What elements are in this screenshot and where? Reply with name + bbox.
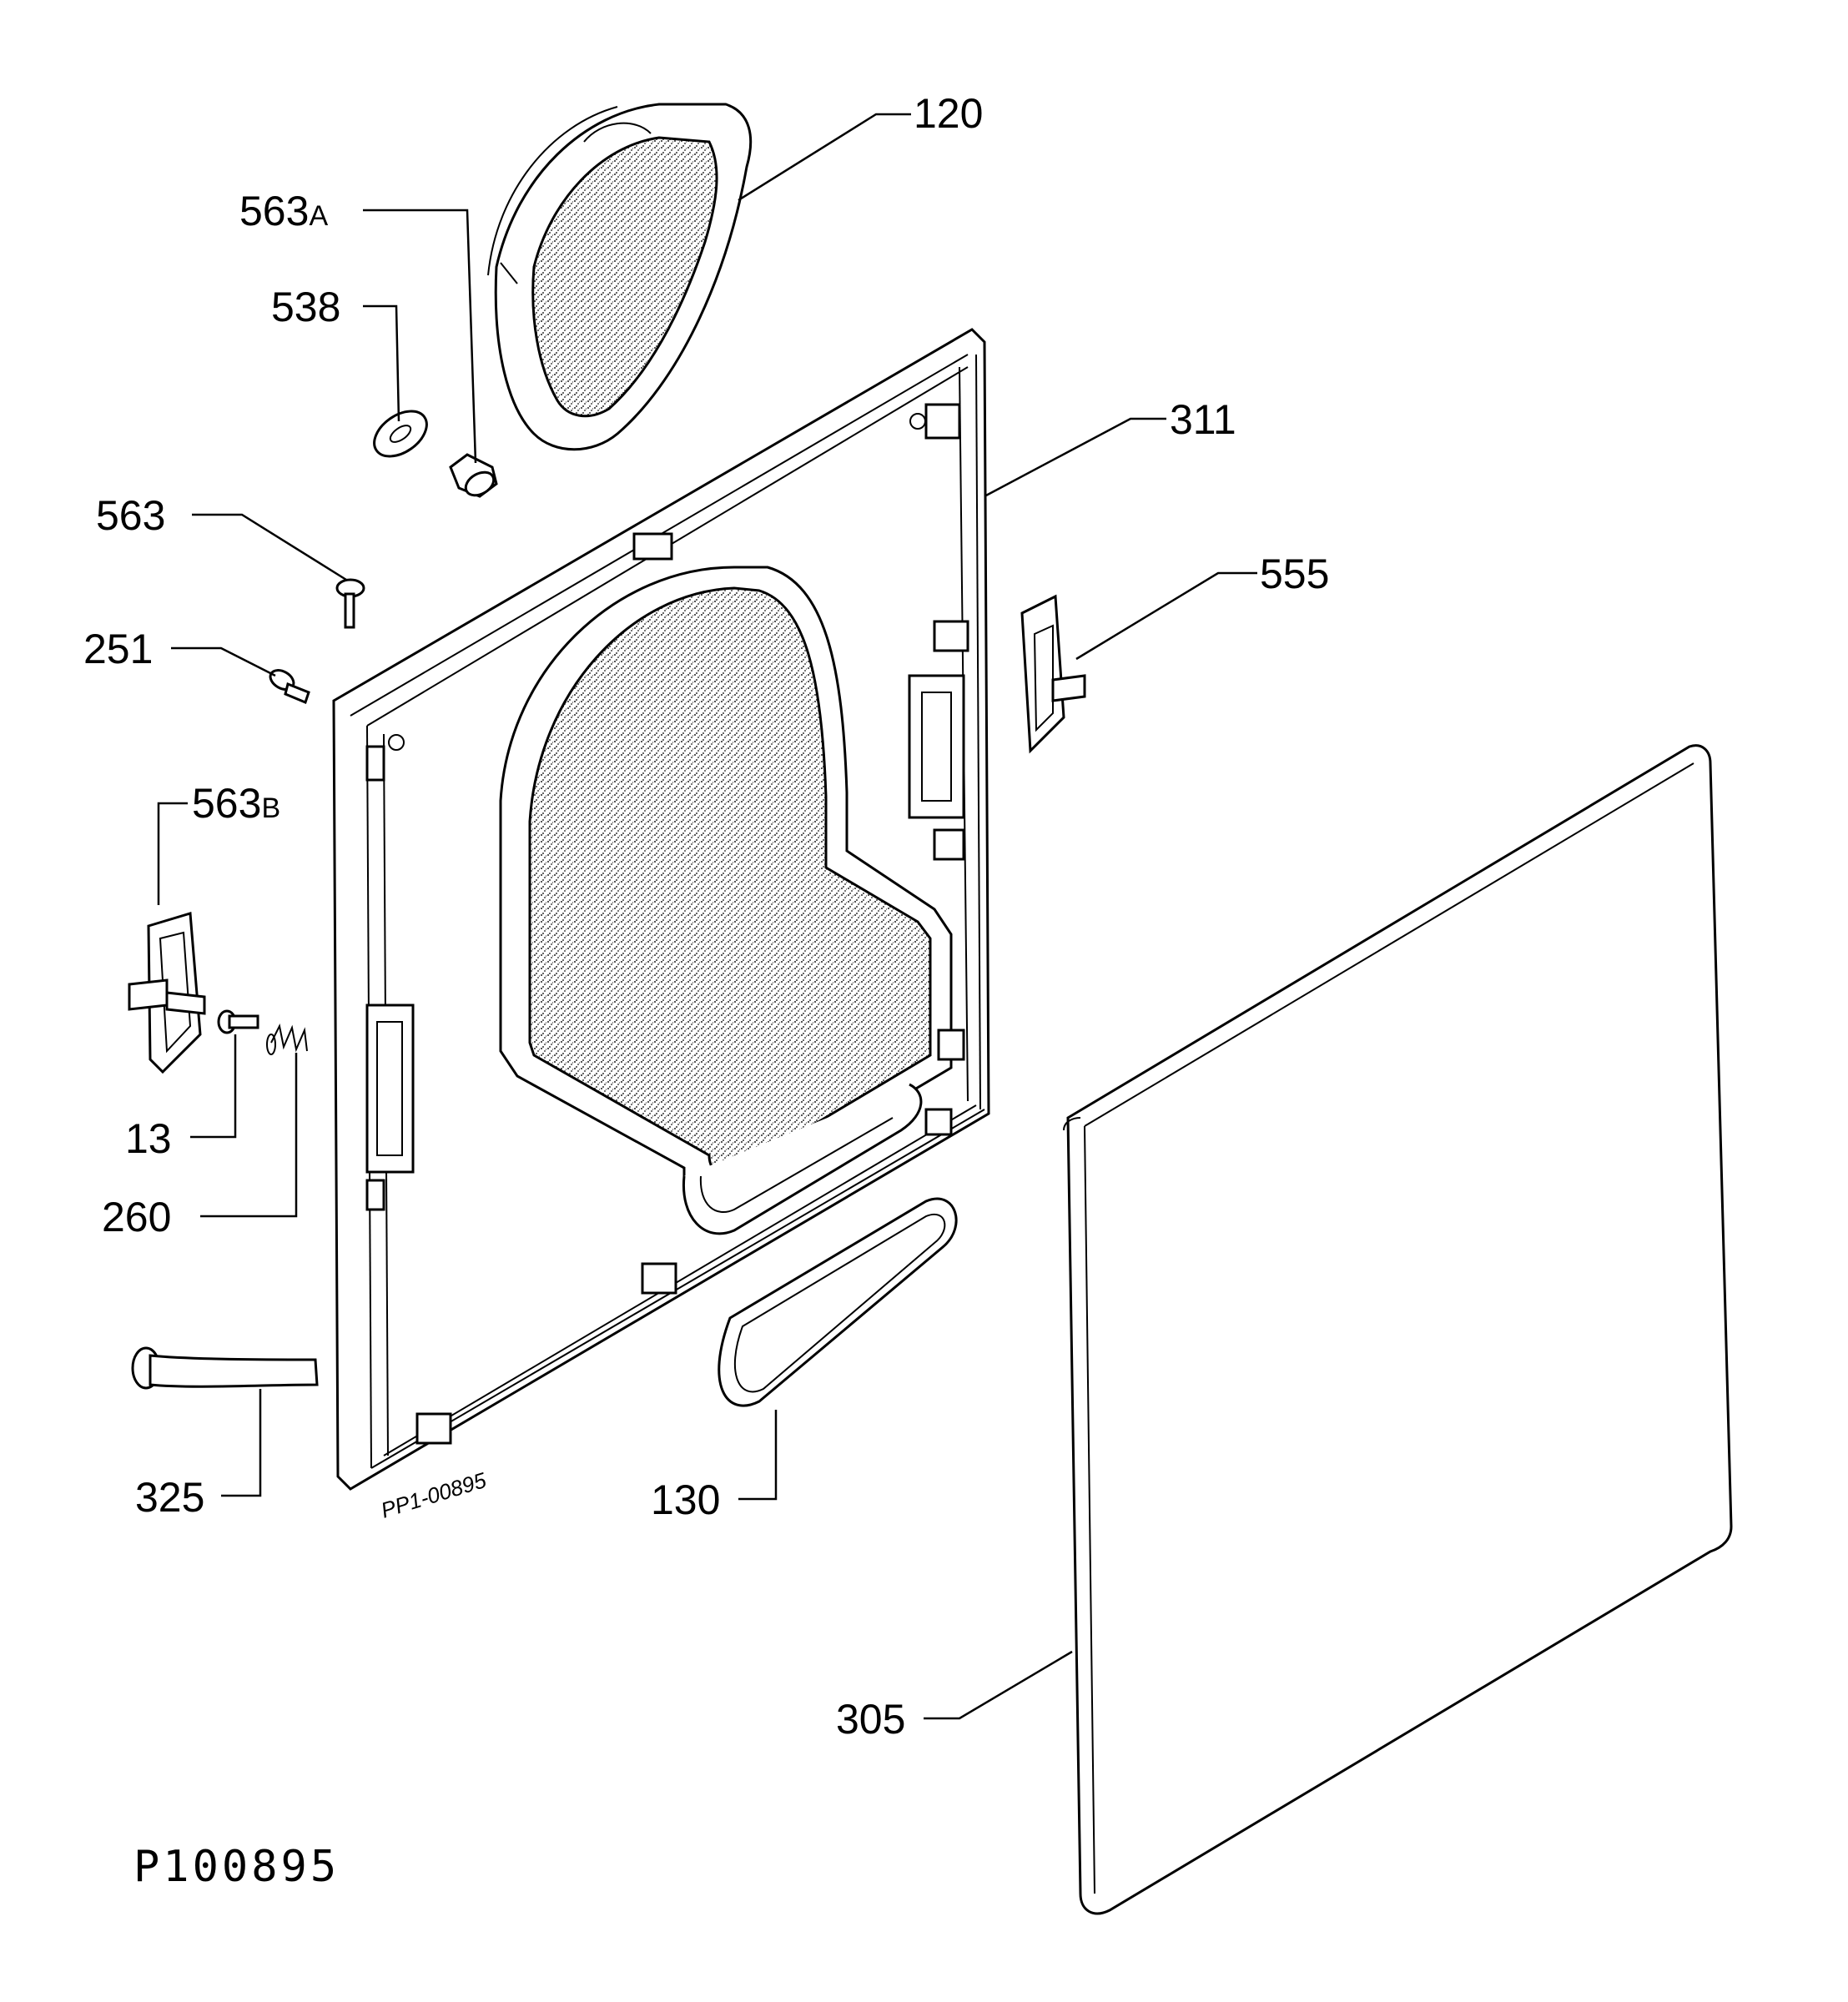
leader-lines <box>157 113 1257 1720</box>
callout-325: 325 <box>135 1474 204 1521</box>
callout-251: 251 <box>83 626 153 672</box>
part-251-screw <box>269 669 310 705</box>
part-563-screw <box>335 578 365 629</box>
callout-538: 538 <box>271 284 340 330</box>
drawing-id: P100895 <box>133 1842 340 1892</box>
part-563b-hinge <box>128 912 206 1074</box>
part-311-inner-frame <box>332 328 990 1491</box>
callout-563b: 563B <box>192 780 280 827</box>
part-130-gasket <box>718 1197 958 1407</box>
part-538-grommet <box>373 410 428 458</box>
part-13-pin <box>217 1009 259 1034</box>
callout-13: 13 <box>125 1115 172 1162</box>
part-563a-knob <box>449 453 498 498</box>
callout-555: 555 <box>1260 551 1329 597</box>
part-120-filter-cap <box>487 103 753 451</box>
callout-120: 120 <box>914 90 983 137</box>
part-325-handle <box>131 1346 319 1390</box>
callout-260: 260 <box>102 1194 171 1240</box>
callout-305: 305 <box>836 1696 905 1743</box>
part-260-spring <box>266 1023 308 1055</box>
callout-311: 311 <box>1170 396 1236 443</box>
part-555-hinge <box>1020 594 1086 754</box>
callout-130: 130 <box>651 1476 720 1523</box>
part-305-outer-panel <box>1063 744 1733 1915</box>
callout-labels: 120 563A 538 311 563 555 251 563B 13 260… <box>83 90 1329 1743</box>
frame-stamp: PP1-00895 <box>378 1467 490 1523</box>
callout-563a: 563A <box>239 188 328 234</box>
callout-563: 563 <box>96 492 165 539</box>
